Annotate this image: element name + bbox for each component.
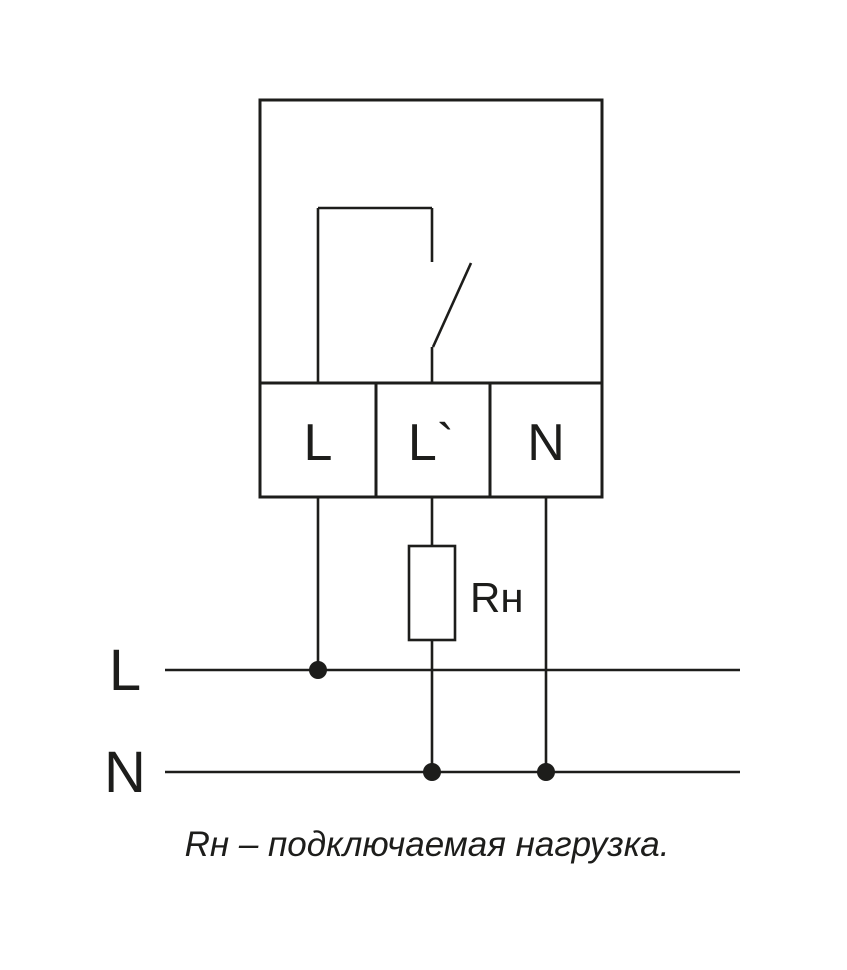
terminal-label-l: L xyxy=(304,414,333,472)
junction-dot-load xyxy=(423,763,441,781)
junction-dot-l xyxy=(309,661,327,679)
switch-blade-icon xyxy=(431,262,473,348)
line-label-n: N xyxy=(104,740,146,805)
caption: Rн – подключаемая нагрузка. xyxy=(185,825,670,864)
terminal-label-n: N xyxy=(527,414,565,472)
terminal-label-l-prime: L` xyxy=(408,414,454,472)
junction-dot-n xyxy=(537,763,555,781)
load-label: Rн xyxy=(470,574,524,621)
load-resistor xyxy=(407,544,457,642)
line-label-l: L xyxy=(109,638,141,703)
